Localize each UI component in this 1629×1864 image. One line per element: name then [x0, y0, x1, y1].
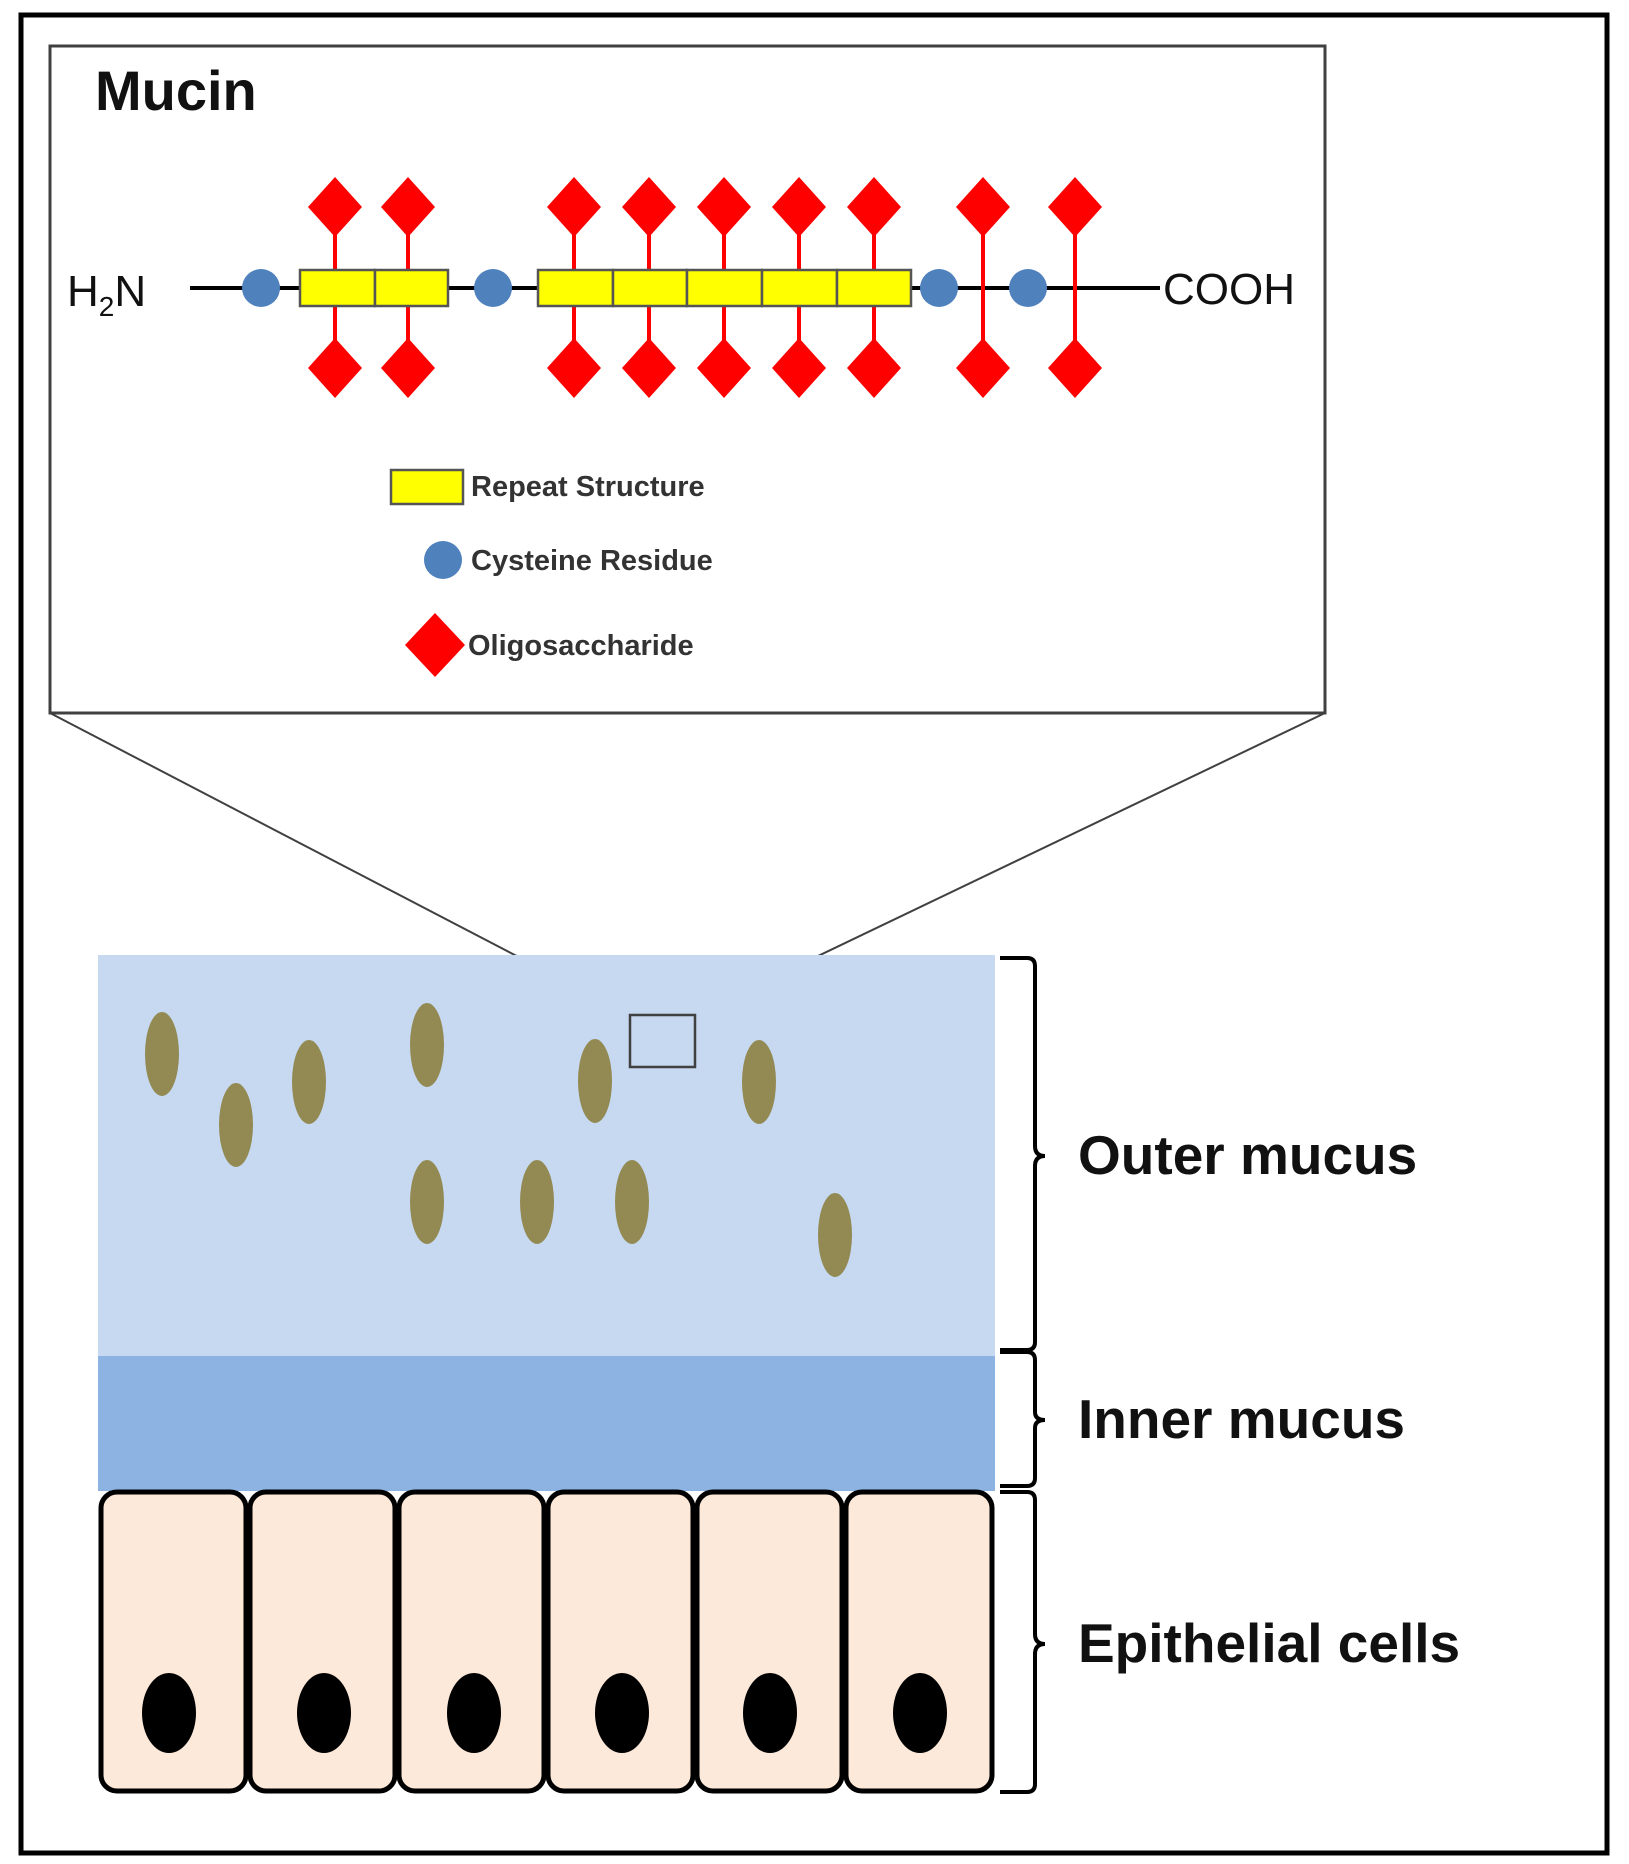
epithelial-cell [98, 1489, 249, 1794]
epithelial-cell [843, 1489, 995, 1794]
bacterium [410, 1160, 444, 1244]
zoom-source-box [628, 1013, 697, 1069]
legend-label-oligosaccharide: Oligosaccharide [468, 630, 694, 662]
oligosaccharide [847, 177, 901, 237]
oligosaccharide [956, 177, 1010, 237]
bacterium [818, 1193, 852, 1277]
nucleus [743, 1673, 797, 1753]
bacterium [219, 1083, 253, 1167]
cysteine-residue [474, 269, 512, 307]
mucin-inset-box [48, 44, 1327, 715]
repeat-structure [298, 268, 377, 308]
repeat-structure [611, 268, 689, 308]
bacterium [520, 1160, 554, 1244]
cysteine-residue-circle [424, 541, 462, 579]
oligosaccharide [622, 338, 676, 398]
epithelial-cell [247, 1489, 398, 1794]
oligosaccharide [547, 338, 601, 398]
oligosaccharide [381, 177, 435, 237]
oligosaccharide [956, 338, 1010, 398]
cysteine-residue [242, 269, 280, 307]
oligosaccharide [547, 177, 601, 237]
bacterium [742, 1040, 776, 1124]
inset-title: Mucin [95, 59, 257, 122]
bracket-epithelial-cells [1000, 1490, 1046, 1794]
oligosaccharide [622, 177, 676, 237]
bracket-inner-mucus [1000, 1350, 1046, 1488]
epithelial-cells-label: Epithelial cells [1078, 1612, 1460, 1674]
repeat-structure [373, 268, 450, 308]
cysteine-residue [920, 269, 958, 307]
bacterium [292, 1040, 326, 1124]
bacterium [615, 1160, 649, 1244]
repeat-structure [835, 268, 913, 308]
repeat-structure-rect [389, 468, 465, 506]
repeat-structure [760, 268, 839, 308]
cysteine-residue [1009, 269, 1047, 307]
oligosaccharide [308, 177, 362, 237]
bracket-outer-mucus [1000, 956, 1046, 1352]
oligosaccharide [772, 177, 826, 237]
n-terminus-label: H2N [67, 267, 146, 322]
nucleus [447, 1673, 501, 1753]
legend-label-repeat-structure: Repeat Structure [471, 471, 705, 503]
oligosaccharide [1048, 177, 1102, 237]
oligosaccharide [1048, 338, 1102, 398]
oligosaccharide [772, 338, 826, 398]
repeat-structures [298, 268, 913, 308]
epithelial-cell [545, 1489, 696, 1794]
repeat-structure [536, 268, 615, 308]
inset-legend: Repeat Structure Cysteine Residue Oligos… [389, 468, 713, 677]
repeat-structure [685, 268, 764, 308]
mucin-molecule: H2N COOH [67, 177, 1295, 398]
bacteria [145, 1003, 852, 1277]
oligosaccharides-top [308, 177, 1102, 237]
nucleus [297, 1673, 351, 1753]
layer-brackets [1000, 956, 1046, 1794]
outer-mucus-label: Outer mucus [1078, 1124, 1417, 1186]
oligosaccharide [847, 338, 901, 398]
nucleus [595, 1673, 649, 1753]
inner-mucus-label: Inner mucus [1078, 1388, 1405, 1450]
inner-mucus-layer [98, 1356, 995, 1491]
nucleus [142, 1673, 196, 1753]
c-terminus-label: COOH [1163, 265, 1295, 314]
epithelial-cell [396, 1489, 547, 1794]
oligosaccharides-bottom [308, 338, 1102, 398]
oligosaccharide [381, 338, 435, 398]
epithelial-cell [694, 1489, 845, 1794]
oligosaccharide [697, 177, 751, 237]
bacterium [578, 1039, 612, 1123]
nuclei [142, 1673, 947, 1753]
epithelial-cells [98, 1489, 995, 1794]
oligosaccharide [308, 338, 362, 398]
oligosaccharide [697, 338, 751, 398]
legend-label-cysteine-residue: Cysteine Residue [471, 545, 713, 577]
bacterium [410, 1003, 444, 1087]
bacterium [145, 1012, 179, 1096]
cysteine-residues [242, 269, 1047, 307]
oligosaccharide-diamond [405, 613, 465, 677]
nucleus [893, 1673, 947, 1753]
